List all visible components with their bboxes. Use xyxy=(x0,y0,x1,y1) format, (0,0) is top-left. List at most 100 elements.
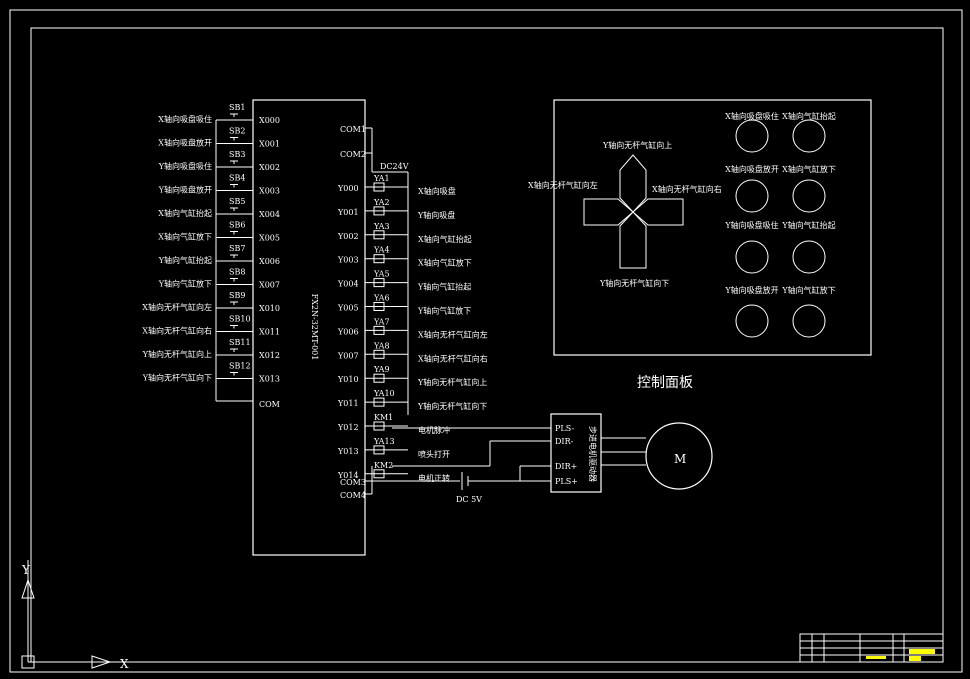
output-terminal-label: Y007 xyxy=(337,351,359,360)
output-terminal-label: Y004 xyxy=(337,280,359,289)
com2-label: COM2 xyxy=(340,150,366,159)
output-coil-label: YA10 xyxy=(373,389,395,398)
push-button-icon xyxy=(230,301,238,305)
output-terminal-label: Y012 xyxy=(337,423,359,432)
panel-button[interactable] xyxy=(735,119,769,153)
output-terminal-label: Y000 xyxy=(337,184,359,193)
output-coil-label: YA13 xyxy=(373,437,395,446)
input-terminal-label: X012 xyxy=(259,351,280,360)
coil-icon xyxy=(373,254,385,264)
output-coil-label: YA1 xyxy=(373,174,390,183)
panel-button[interactable] xyxy=(735,179,769,213)
push-button-icon xyxy=(230,278,238,282)
driver-pin-label: DIR+ xyxy=(555,462,577,471)
output-coil-label: YA8 xyxy=(373,341,390,350)
ucs-x-label: X xyxy=(120,657,129,671)
direction-pad xyxy=(619,154,647,213)
output-terminal-label: Y003 xyxy=(337,256,359,265)
input-description: X轴向气缸抬起 xyxy=(158,208,212,218)
output-coil-label: YA5 xyxy=(373,270,390,279)
push-button-icon xyxy=(230,348,238,352)
title-block-highlight xyxy=(909,649,935,654)
output-terminal-label: Y010 xyxy=(337,375,359,384)
panel-button-label: Y轴向气缸放下 xyxy=(781,285,835,295)
panel-button-label: X轴向吸盘放开 xyxy=(725,164,779,174)
output-coil-label: KM2 xyxy=(374,461,393,470)
input-terminal-label: X002 xyxy=(259,163,280,172)
output-description: X轴向气缸放下 xyxy=(418,258,472,268)
input-description: Y轴向无杆气缸向上 xyxy=(142,349,212,359)
output-description: 电机脉冲 xyxy=(418,425,450,435)
output-coil-label: YA4 xyxy=(373,246,390,255)
input-description: Y轴向气缸抬起 xyxy=(158,255,212,265)
input-description: Y轴向吸盘放开 xyxy=(158,185,212,195)
panel-button-label: Y轴向气缸抬起 xyxy=(781,220,835,230)
arrow-right-label: X轴向无杆气缸向右 xyxy=(652,184,722,194)
push-button-icon xyxy=(230,325,238,329)
output-coil-label: YA6 xyxy=(373,294,390,303)
output-description: Y轴向无杆气缸向下 xyxy=(417,401,487,411)
input-description: X轴向无杆气缸向右 xyxy=(142,326,212,336)
output-description: X轴向气缸抬起 xyxy=(418,234,472,244)
title-block-highlight xyxy=(909,656,921,661)
panel-button[interactable] xyxy=(792,304,826,338)
coil-icon xyxy=(373,421,385,431)
panel-button[interactable] xyxy=(735,240,769,274)
com3-label: COM3 xyxy=(340,478,366,487)
coil-icon xyxy=(373,373,385,383)
output-coil-label: YA2 xyxy=(373,198,390,207)
input-switch-label: SB3 xyxy=(229,150,245,159)
input-description: X轴向无杆气缸向左 xyxy=(142,302,212,312)
input-description: Y轴向吸盘吸住 xyxy=(158,161,212,171)
ucs-x-arrow xyxy=(91,655,112,669)
push-button-icon xyxy=(230,113,238,117)
input-description: X轴向吸盘放开 xyxy=(158,138,212,148)
com4-label: COM4 xyxy=(340,491,366,500)
output-description: 电机正转 xyxy=(418,473,450,483)
arrow-down-label: Y轴向无杆气缸向下 xyxy=(599,278,669,288)
plc-model-label: FX2N-32MT-001 xyxy=(310,294,319,361)
input-description: Y轴向无杆气缸向下 xyxy=(142,373,212,383)
title-block-highlight xyxy=(866,656,886,659)
output-coil-label: YA9 xyxy=(373,365,390,374)
push-button-icon xyxy=(230,160,238,164)
coil-icon xyxy=(373,445,385,455)
push-button-icon xyxy=(230,184,238,188)
input-terminal-label: X003 xyxy=(259,187,280,196)
control-panel-title: 控制面板 xyxy=(637,375,693,391)
coil-icon xyxy=(373,206,385,216)
input-com-label: COM xyxy=(259,400,280,409)
driver-pin-label: PLS- xyxy=(555,424,574,433)
drawing-frame xyxy=(30,27,944,663)
ucs-y-arrow xyxy=(21,578,35,599)
panel-button[interactable] xyxy=(735,304,769,338)
push-button-icon xyxy=(230,372,238,376)
panel-button-label: X轴向气缸放下 xyxy=(782,164,836,174)
panel-button[interactable] xyxy=(792,119,826,153)
coil-icon xyxy=(373,325,385,335)
title-block xyxy=(799,633,944,663)
stepper-motor xyxy=(645,422,713,490)
output-terminal-label: Y006 xyxy=(337,327,359,336)
coil-icon xyxy=(373,397,385,407)
input-terminal-label: X010 xyxy=(259,304,280,313)
panel-button[interactable] xyxy=(792,179,826,213)
panel-button[interactable] xyxy=(792,240,826,274)
input-terminal-label: X013 xyxy=(259,375,280,384)
coil-icon xyxy=(373,182,385,192)
output-terminal-label: Y011 xyxy=(337,399,359,408)
driver-label: 步进电机驱动器 xyxy=(588,426,598,482)
panel-button-label: Y轴向吸盘放开 xyxy=(724,285,778,295)
direction-pad-down xyxy=(619,211,647,269)
direction-pad-left xyxy=(583,198,634,226)
input-rows: SB1X000X轴向吸盘吸住SB2X001X轴向吸盘放开SB3X002Y轴向吸盘… xyxy=(142,103,280,384)
control-panel xyxy=(553,99,872,356)
driver-pin-label: DIR- xyxy=(555,437,574,446)
driver-pins: PLS-DIR-DIR+PLS+ xyxy=(555,424,578,486)
output-description: Y轴向无杆气缸向上 xyxy=(417,377,487,387)
output-terminal-label: Y002 xyxy=(337,232,359,241)
input-terminal-label: X000 xyxy=(259,116,280,125)
input-switch-label: SB2 xyxy=(229,127,245,136)
